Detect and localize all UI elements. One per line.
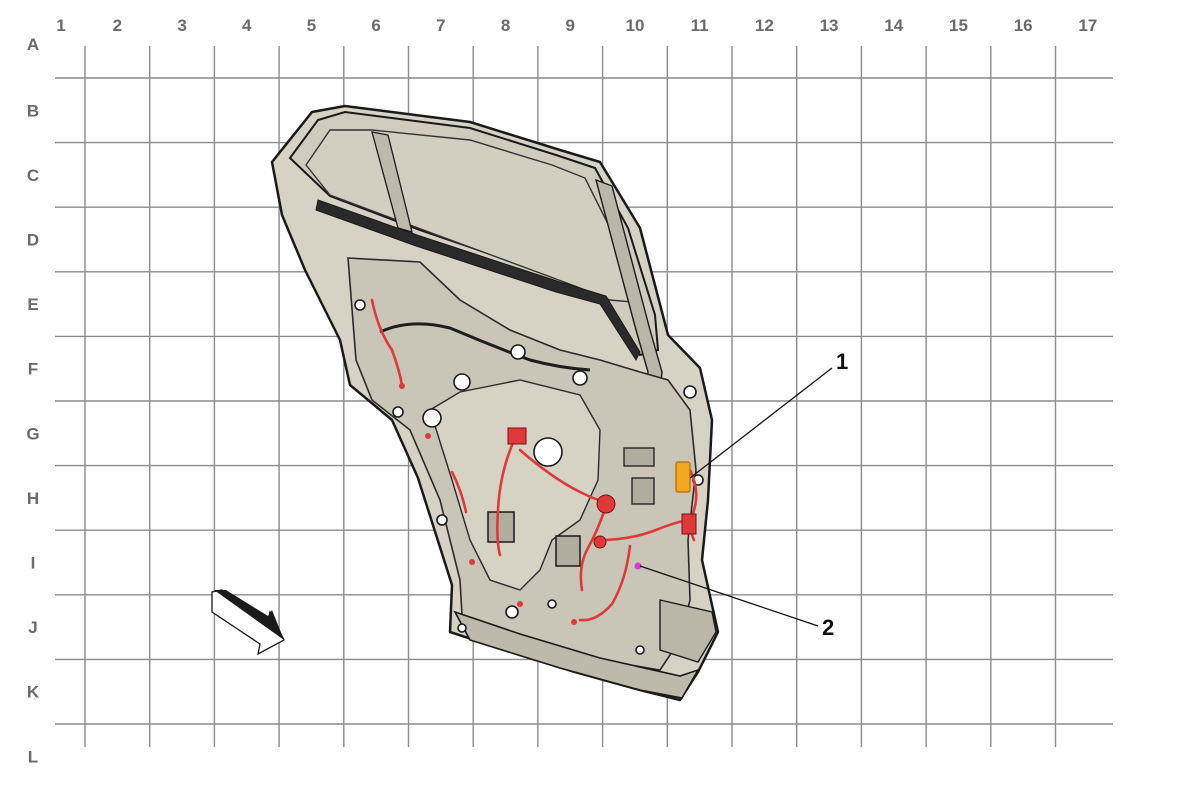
beltline-strip [315,199,641,362]
lower-sill [453,610,700,699]
grid-column-label: 14 [884,16,903,35]
grid-column-label: 3 [177,16,186,35]
grid-row-label: I [31,554,36,573]
regulator-cable [379,322,591,372]
harness-clip [517,601,523,607]
regulator-motor [487,511,515,543]
grid-column-label: 16 [1014,16,1033,35]
grid-column-label: 10 [625,16,644,35]
grid-row-label: H [27,489,39,508]
harness-grommet [596,494,616,514]
highlighted-connector-point [634,562,642,570]
harness-connector [507,427,527,445]
grid-row-label: A [27,35,39,54]
callout-2-leader [639,565,819,627]
mounting-points [354,299,704,655]
grid-row-label: E [27,295,38,314]
latch-bracket [623,447,655,467]
row-labels: A B C D E F G H I J K L [26,35,39,766]
grid-column-label: 17 [1078,16,1097,35]
harness-clip [571,619,577,625]
grid-column-label: 9 [566,16,575,35]
harness-grommet [593,535,607,549]
grid-row-label: K [27,683,40,702]
grid-row-label: L [28,747,38,766]
callout-1: 1 [689,349,848,479]
grid-column-label: 2 [113,16,122,35]
harness-clip [425,433,431,439]
callout-1-label: 1 [836,349,848,374]
grid-row-label: C [27,166,39,185]
service-opening [429,379,601,591]
direction-arrow-icon [211,589,285,656]
rear-trim-strip [659,599,717,663]
grid-column-label: 12 [755,16,774,35]
lock-module [555,535,581,567]
grid-row-label: B [27,101,39,120]
grid-row-label: D [27,231,39,250]
grid-column-label: 11 [691,16,709,35]
highlighted-connector [675,461,691,493]
grid-column-label: 6 [371,16,380,35]
callout-2: 2 [639,565,834,640]
harness-connector [681,513,697,535]
callout-1-leader [689,367,833,479]
harness-clip [399,383,405,389]
grid-column-label: 5 [307,16,316,35]
grid-row-label: J [28,618,37,637]
grid-row-label: G [26,424,39,443]
grid-row-label: F [28,360,38,379]
rear-door-illustration [270,104,720,702]
grid-column-label: 7 [436,16,445,35]
grid-column-label: 4 [242,16,252,35]
callout-2-label: 2 [822,615,834,640]
handle-bracket [631,477,655,505]
grid-column-label: 13 [820,16,839,35]
grid-column-label: 1 [56,16,65,35]
grid-column-label: 15 [949,16,968,35]
grid-column-label: 8 [501,16,510,35]
harness-clip [469,559,475,565]
window-divider [371,131,413,233]
